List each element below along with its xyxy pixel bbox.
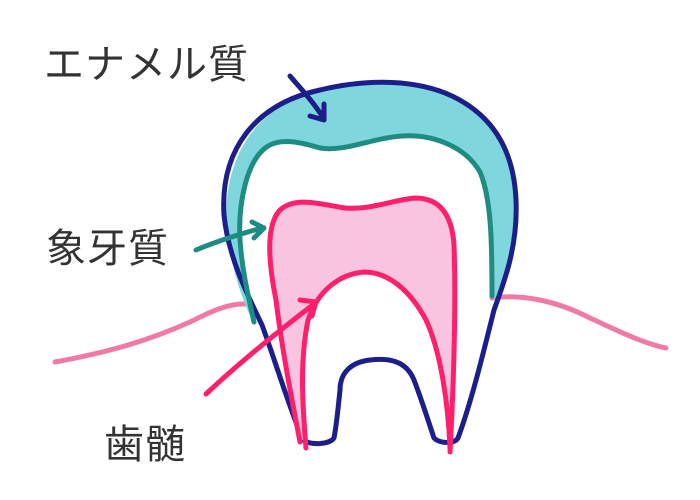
dentin-boundary — [237, 133, 495, 325]
pulp-outer-line — [267, 195, 458, 455]
enamel-layer — [226, 82, 516, 321]
pulp-arrow — [203, 297, 319, 397]
dentin-arrow — [193, 219, 267, 253]
gum-line-right — [489, 294, 669, 351]
pulp-area — [269, 198, 455, 440]
enamel-label: エナメル質 — [44, 42, 249, 88]
enamel-arrow — [287, 73, 327, 123]
pulp-inner-line — [300, 269, 453, 451]
dentin-label: 象牙質 — [46, 226, 169, 272]
gum-line-left — [52, 301, 250, 365]
pulp-label: 歯髄 — [104, 422, 186, 468]
tooth-outline — [221, 79, 519, 447]
